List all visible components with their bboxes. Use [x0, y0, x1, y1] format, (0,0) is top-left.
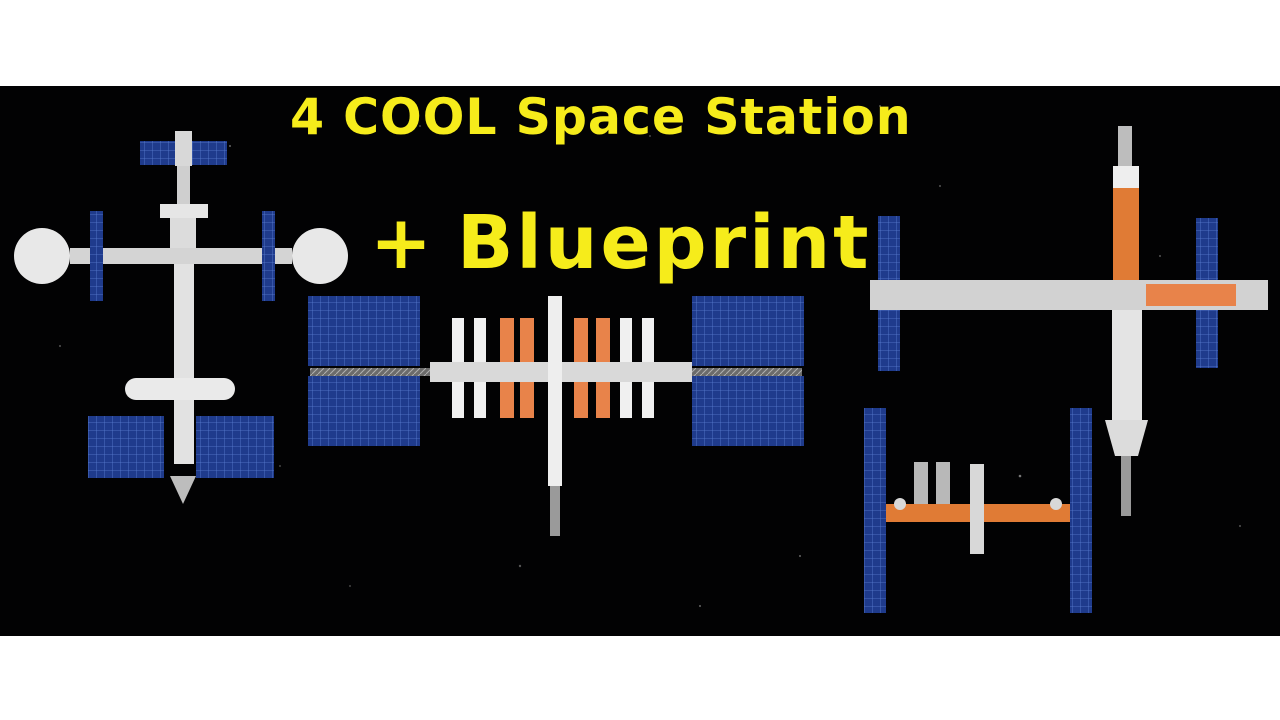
station-4 [864, 408, 1092, 613]
station-1 [14, 131, 348, 504]
space-scene [14, 105, 1268, 613]
station-3 [870, 126, 1268, 516]
thumbnail-title-line-1: 4 COOL Space Station [290, 88, 912, 146]
title-plus-sign: + [370, 200, 436, 286]
thumbnail-title-line-2: +Blueprint [370, 200, 872, 286]
starfield [59, 105, 1241, 607]
station-2 [308, 296, 804, 536]
game-canvas [0, 86, 1280, 636]
title-blueprint-word: Blueprint [457, 200, 872, 286]
